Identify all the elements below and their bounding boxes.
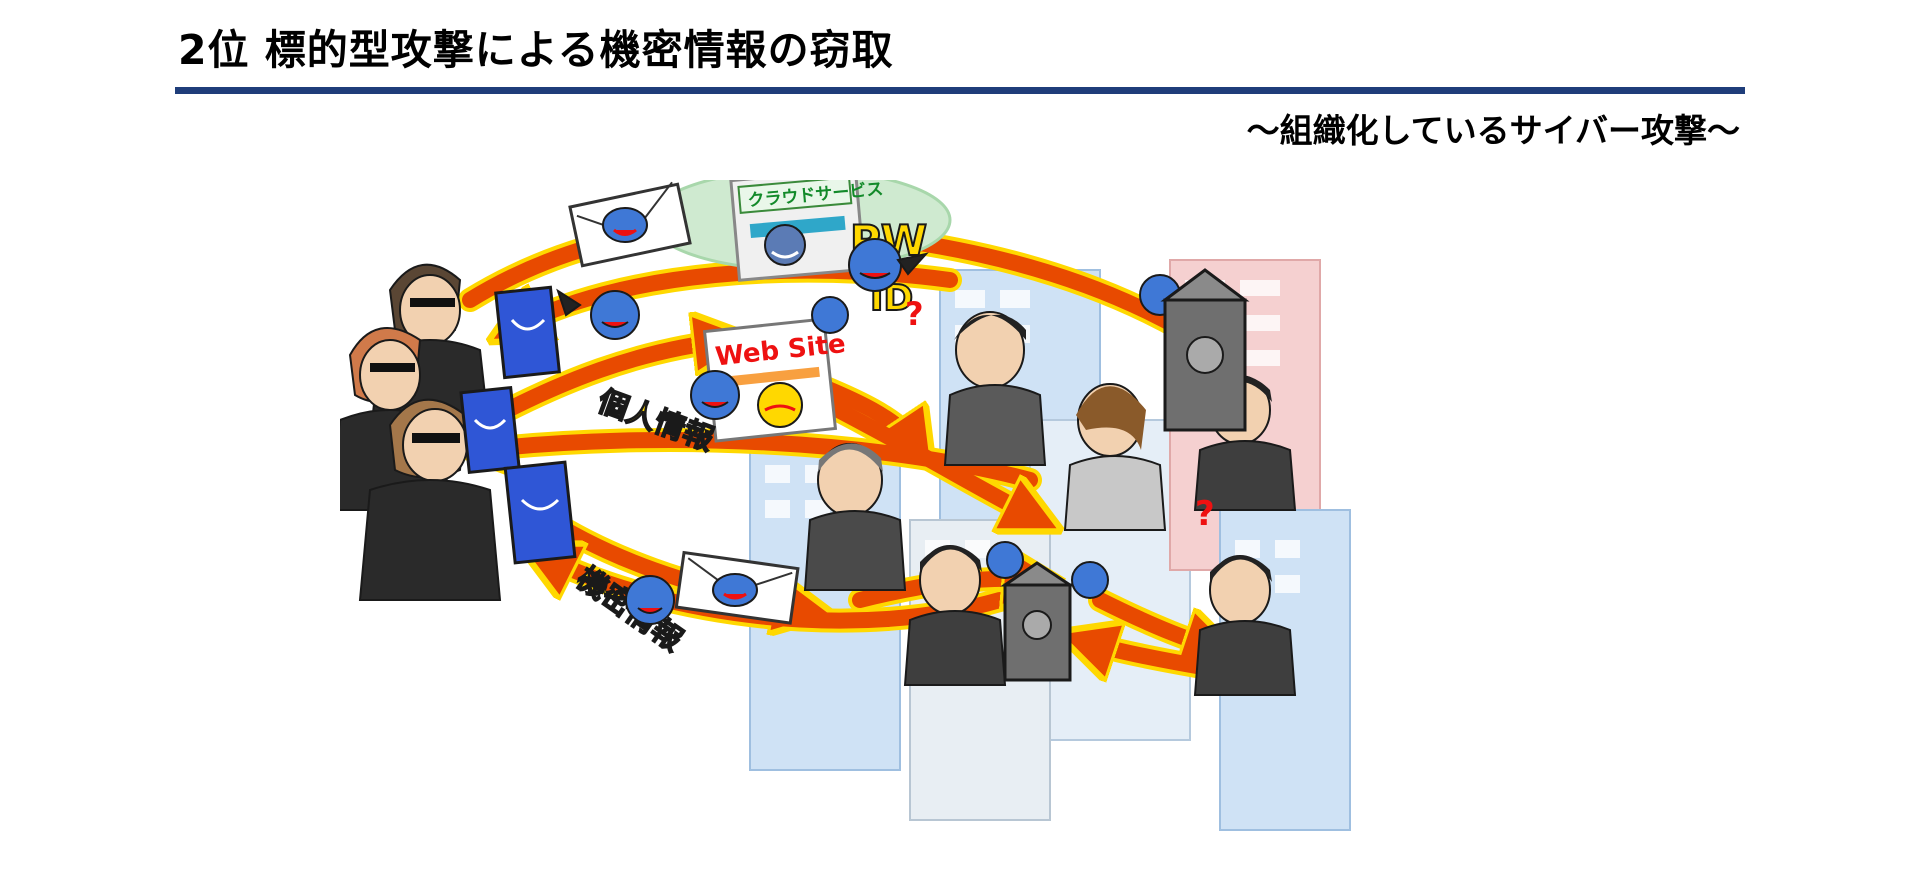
- infected-server-icon: [1000, 561, 1075, 682]
- question-mark-icon: ?: [905, 295, 924, 333]
- office-worker: [1063, 383, 1167, 531]
- malicious-email-icon: [568, 181, 692, 268]
- illustration-canvas: クラウドサービス Web Site PW ID 個人情報 機密情報: [340, 180, 1351, 831]
- website-panel: Web Site: [702, 317, 847, 443]
- slide-title: 2位 標的型攻撃による機密情報の窃取: [178, 26, 894, 74]
- office-worker: [803, 443, 907, 591]
- attacker-monitor: [494, 285, 561, 380]
- slide-subtitle: ～組織化しているサイバー攻撃～: [1246, 111, 1740, 150]
- question-mark-icon: ?: [1195, 494, 1215, 534]
- bug-creatures: [556, 238, 1181, 625]
- attacker-monitor: [459, 385, 521, 475]
- office-worker: [943, 311, 1047, 466]
- targeted-attack-illustration: クラウドサービス Web Site PW ID 個人情報 機密情報: [340, 180, 1580, 840]
- title-underline: [175, 87, 1745, 94]
- office-worker: [903, 545, 1007, 686]
- infected-server-icon: [1160, 268, 1250, 432]
- attacker-group: [340, 263, 577, 601]
- attacker-figure: [358, 398, 502, 601]
- malicious-email-icon: [674, 550, 800, 625]
- office-worker: [1193, 555, 1297, 696]
- attacker-monitor: [503, 460, 577, 565]
